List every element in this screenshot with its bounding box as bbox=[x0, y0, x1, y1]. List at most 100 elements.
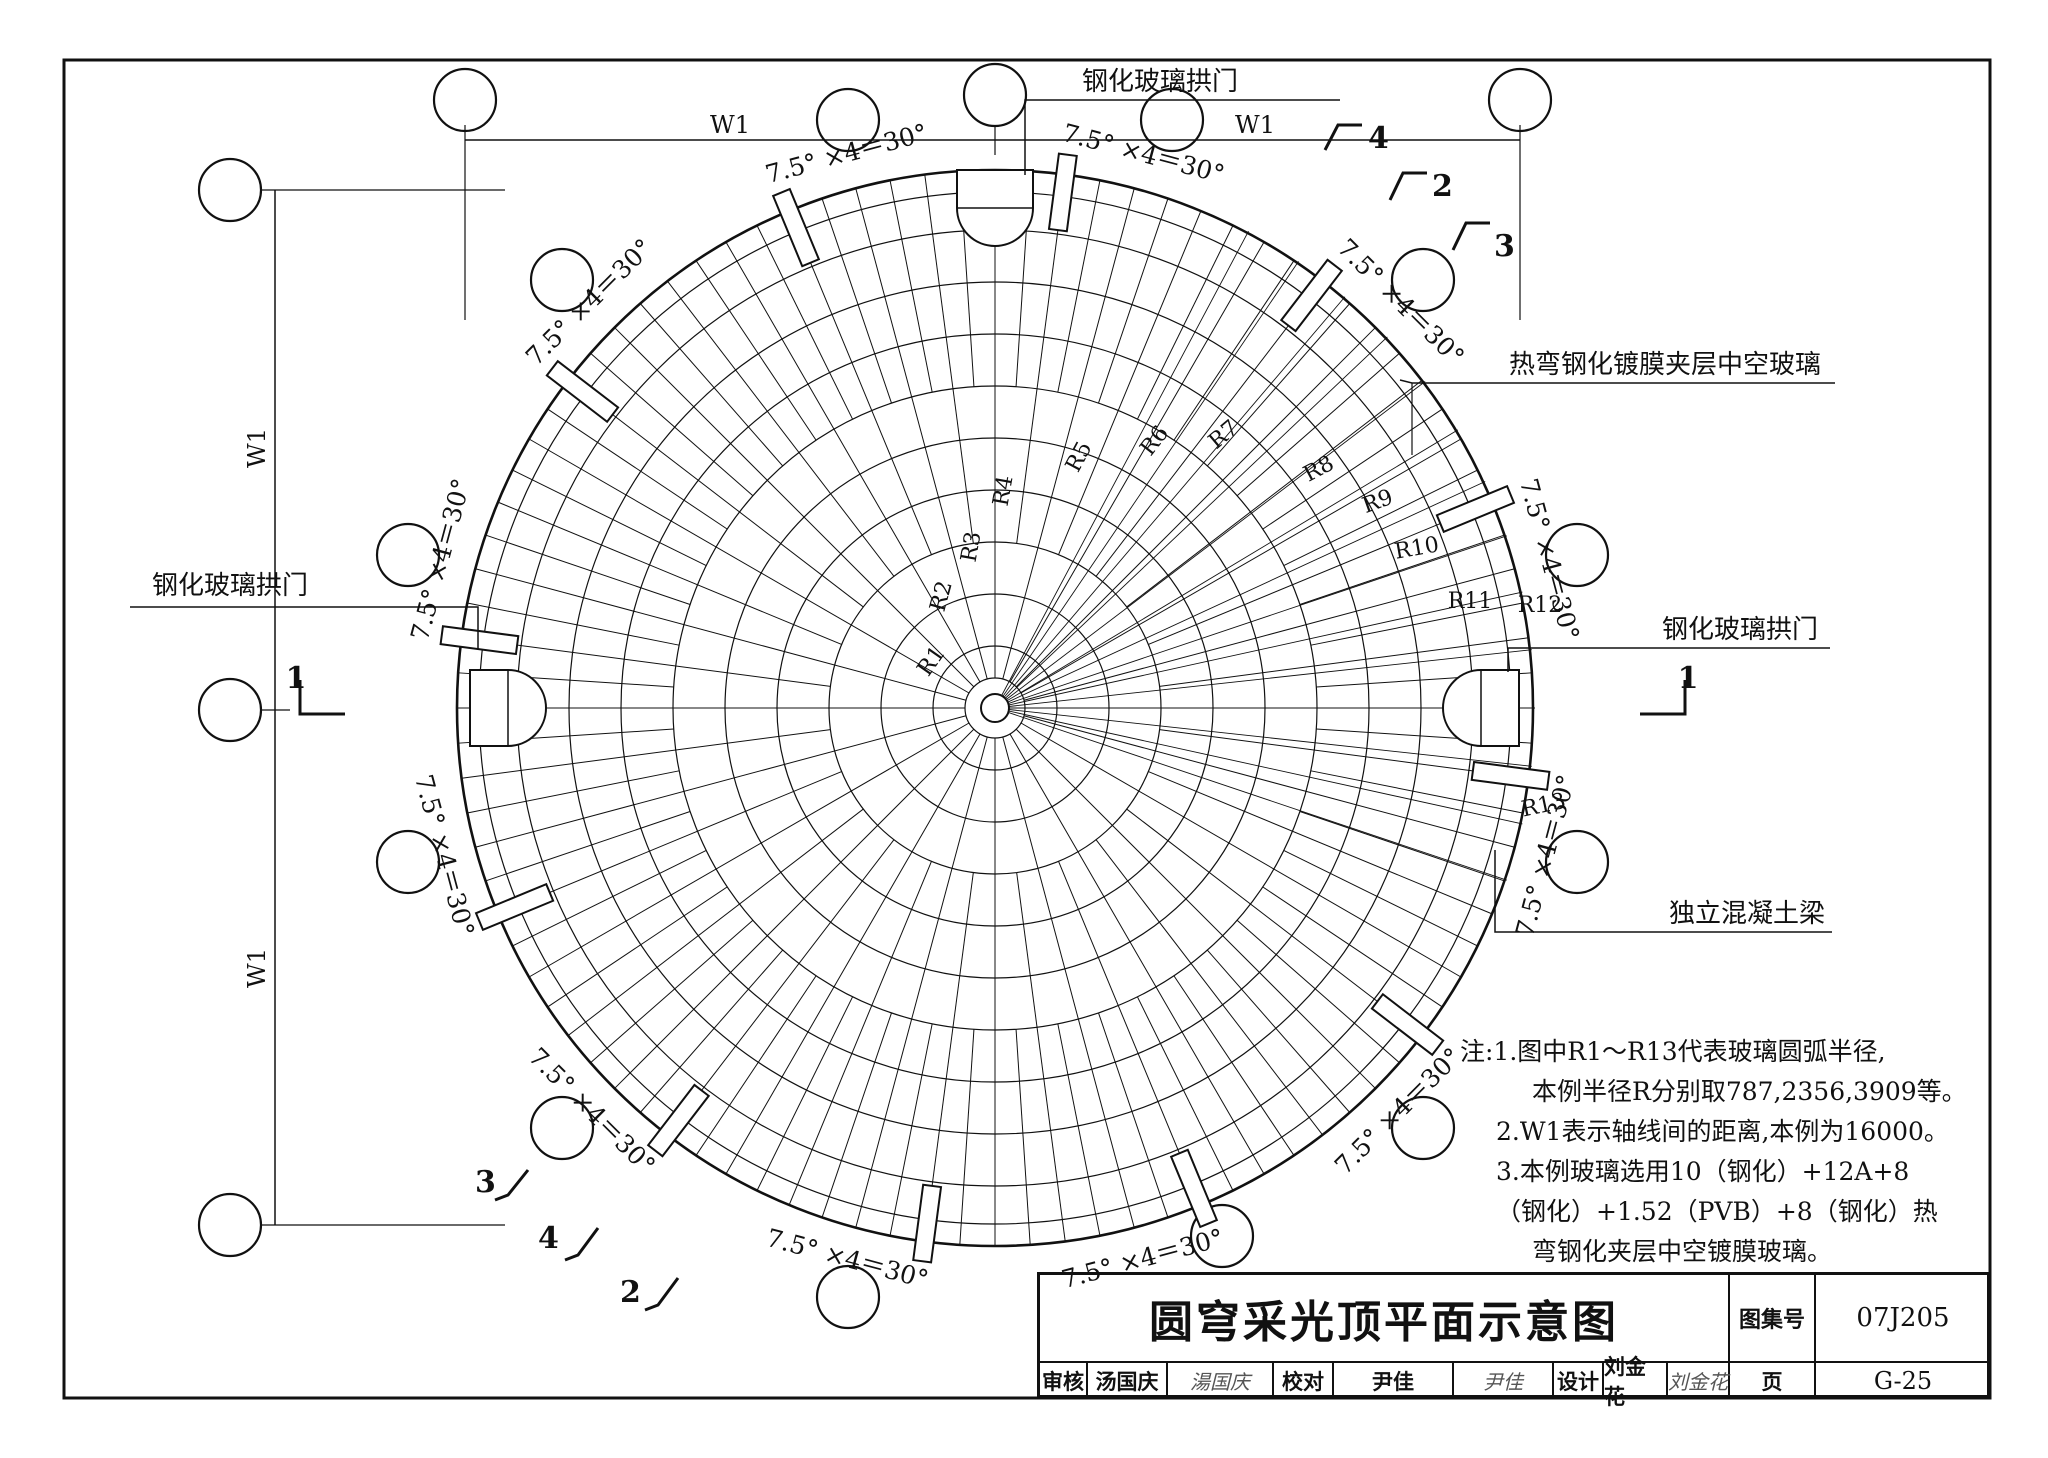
beam-block bbox=[474, 882, 555, 932]
radius-leader bbox=[994, 707, 1507, 881]
radial-mullion bbox=[1023, 715, 1515, 848]
radial-mullion bbox=[725, 733, 981, 1175]
radius-leader bbox=[994, 336, 1388, 709]
radial-mullion bbox=[667, 839, 895, 1136]
radial-mullion bbox=[614, 327, 975, 688]
section-3-top: 3 bbox=[1494, 229, 1515, 264]
checker-signature: 尹佳 bbox=[1454, 1363, 1554, 1398]
radial-mullion bbox=[1206, 303, 1351, 467]
radial-mullion bbox=[1310, 602, 1523, 646]
arch-door bbox=[956, 169, 1034, 247]
radius-label: R1 bbox=[913, 642, 951, 681]
radial-mullion bbox=[756, 996, 854, 1191]
arch-door bbox=[469, 669, 547, 747]
radial-mullion bbox=[497, 771, 842, 915]
radius-label: R12 bbox=[1518, 593, 1563, 618]
radial-mullion bbox=[1236, 919, 1400, 1064]
column bbox=[529, 1095, 595, 1161]
column bbox=[1544, 522, 1610, 588]
label-glass-type: 热弯钢化镀膜夹层中空玻璃 bbox=[1509, 350, 1821, 380]
radial-mullion bbox=[821, 1012, 892, 1218]
column bbox=[815, 87, 881, 153]
radial-mullion bbox=[924, 872, 974, 1242]
radial-mullion bbox=[567, 808, 864, 1036]
reviewer-name: 汤国庆 bbox=[1088, 1363, 1168, 1398]
dome-plan bbox=[455, 168, 1535, 1248]
radial-mullion bbox=[924, 174, 974, 544]
arch-doors bbox=[469, 169, 1520, 747]
radius-leader bbox=[994, 707, 1523, 825]
checker-name: 尹佳 bbox=[1334, 1363, 1454, 1398]
radial-mullion bbox=[1057, 180, 1101, 393]
radial-mullion bbox=[475, 568, 967, 701]
radial-mullion bbox=[1173, 975, 1295, 1156]
atlas-label: 图集号 bbox=[1730, 1275, 1816, 1363]
column bbox=[197, 677, 263, 743]
radial-mullion bbox=[1058, 210, 1202, 555]
radius-label: R7 bbox=[1204, 416, 1243, 455]
radial-mullion bbox=[889, 1023, 933, 1236]
radial-mullion bbox=[695, 975, 817, 1156]
column bbox=[529, 247, 595, 313]
section-4-top: 4 bbox=[1368, 121, 1389, 156]
column bbox=[432, 67, 498, 133]
column bbox=[1390, 1095, 1456, 1161]
beam-block bbox=[439, 625, 520, 656]
radial-mullion bbox=[475, 715, 967, 848]
w1-left-upper: W1 bbox=[243, 428, 271, 468]
radial-mullion bbox=[547, 886, 728, 1008]
radial-mullion bbox=[1058, 861, 1202, 1206]
radial-mullion bbox=[1095, 839, 1323, 1136]
concrete-beams bbox=[439, 152, 1551, 1264]
radial-mullion bbox=[1016, 174, 1066, 544]
radial-mullion bbox=[1002, 188, 1135, 680]
radial-mullion bbox=[1299, 534, 1505, 605]
note-3-cont2: 弯钢化夹层中空镀膜玻璃。 bbox=[1532, 1237, 1833, 1266]
radial-mullion bbox=[667, 280, 895, 577]
radial-mullion bbox=[512, 469, 707, 567]
label-door-top: 钢化玻璃拱门 bbox=[1082, 67, 1238, 97]
column bbox=[1390, 247, 1456, 313]
atlas-number: 07J205 bbox=[1816, 1275, 1990, 1363]
radial-mullion bbox=[467, 770, 680, 814]
radial-mullion bbox=[485, 534, 691, 605]
w1-left-lower: W1 bbox=[243, 948, 271, 988]
beam-block bbox=[1279, 258, 1344, 333]
column bbox=[197, 157, 263, 223]
radial-mullion bbox=[855, 736, 988, 1228]
radial-mullion bbox=[614, 728, 975, 1089]
column bbox=[962, 62, 1028, 128]
column bbox=[815, 1264, 881, 1330]
designer-name: 刘金花 bbox=[1604, 1355, 1668, 1409]
section-1-left: 1 bbox=[286, 661, 307, 696]
radial-mullion bbox=[590, 919, 754, 1064]
section-4-bottom: 4 bbox=[538, 1221, 559, 1256]
radial-mullion bbox=[1283, 849, 1478, 947]
arch-door bbox=[1442, 669, 1520, 747]
beam-block bbox=[1435, 484, 1516, 534]
radial-mullion bbox=[461, 637, 831, 687]
notes: 注:1.图中R1～R13代表玻璃圆弧半径, 本例半径R分别取787,2356,3… bbox=[1460, 1032, 2020, 1272]
designer-signature: 刘金花 bbox=[1668, 1363, 1730, 1398]
radial-mullion bbox=[467, 602, 680, 646]
radial-mullion bbox=[547, 408, 728, 530]
label-door-left: 钢化玻璃拱门 bbox=[152, 571, 308, 601]
w1-top-left: W1 bbox=[710, 111, 750, 139]
section-3-bottom: 3 bbox=[475, 1165, 496, 1200]
radius-leader bbox=[994, 649, 1532, 709]
radial-mullion bbox=[1310, 770, 1523, 814]
column bbox=[1544, 829, 1610, 895]
radial-mullion bbox=[1016, 872, 1066, 1242]
note-1: 注:1.图中R1～R13代表玻璃圆弧半径, bbox=[1460, 1037, 1886, 1066]
radial-mullion bbox=[528, 438, 970, 694]
radial-mullion bbox=[1126, 380, 1423, 608]
radial-mullion bbox=[959, 1029, 975, 1245]
note-3-cont: （钢化）+1.52（PVB）+8（钢化）热 bbox=[1496, 1197, 1938, 1226]
drawing-title: 圆穹采光顶平面示意图 bbox=[1040, 1275, 1730, 1363]
beam-block bbox=[1169, 1148, 1219, 1229]
radial-mullion bbox=[512, 849, 707, 947]
section-2-top: 2 bbox=[1432, 169, 1453, 204]
radial-mullion bbox=[461, 729, 831, 779]
radial-mullion bbox=[1262, 886, 1443, 1008]
radius-leader bbox=[994, 429, 1459, 709]
